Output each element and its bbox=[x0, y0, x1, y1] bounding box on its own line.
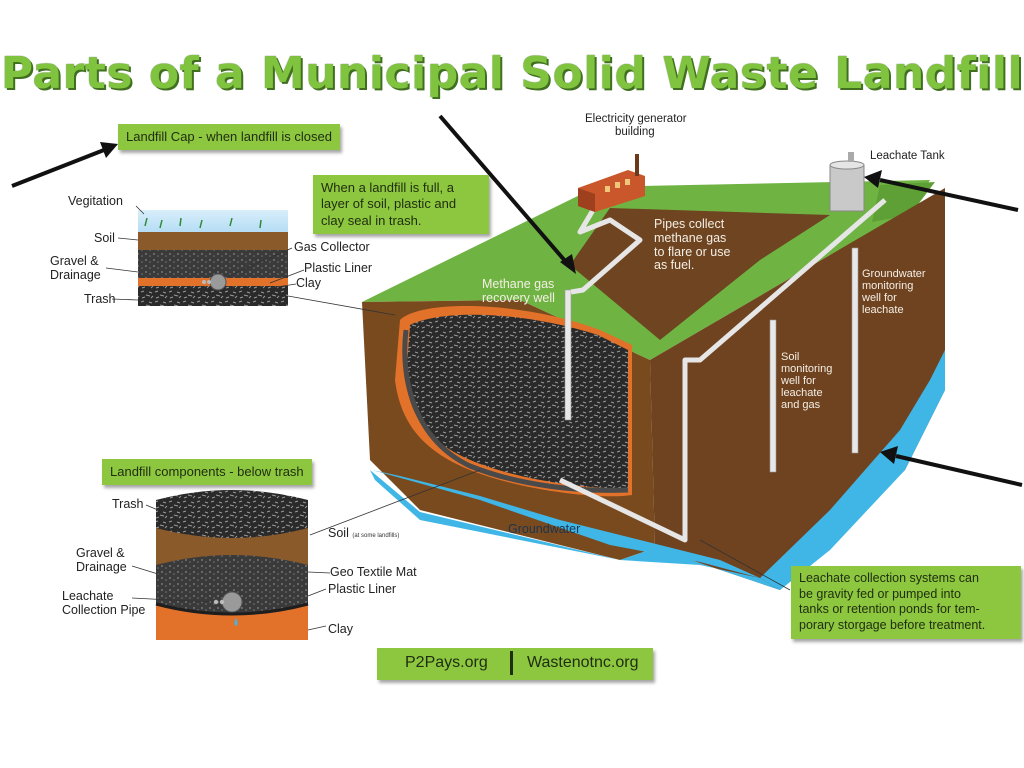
comp-label-gravel-line: Gravel & bbox=[76, 546, 125, 560]
label-gw-line: Groundwater bbox=[862, 268, 926, 280]
leachate-tank bbox=[829, 152, 865, 212]
comp-label-gravel-line: Drainage bbox=[76, 560, 127, 575]
brown-top-field bbox=[570, 208, 830, 340]
label-soil-well-line: leachate bbox=[781, 387, 823, 400]
label-methane-line: recovery well bbox=[482, 290, 555, 305]
comp-label-soil-note: (at some landfills) bbox=[352, 533, 400, 539]
leachate-note-line: Leachate collection systems can bbox=[799, 571, 979, 585]
comp-label-trash: Trash bbox=[112, 497, 144, 511]
groundwater-monitoring-well bbox=[851, 247, 859, 454]
footer-credits: P2Pays.org Wastenotnc.org bbox=[377, 648, 653, 680]
footer-separator bbox=[510, 651, 513, 675]
footer-left-link[interactable]: P2Pays.org bbox=[405, 654, 488, 671]
label-soil: Soil bbox=[94, 231, 115, 245]
cap-note-box: When a landfill is full, a layer of soil… bbox=[313, 175, 489, 234]
groundwater-right bbox=[760, 350, 945, 590]
footer-right-link[interactable]: Wastenotnc.org bbox=[527, 654, 639, 671]
label-generator-line: building bbox=[615, 126, 655, 139]
label-soil-well: Soil monitoring well for leachate and ga… bbox=[781, 351, 832, 411]
label-gravel: Gravel & Drainage bbox=[50, 254, 101, 283]
comp-label-soil: Soil (at some landfills) bbox=[328, 526, 399, 540]
trash-mass bbox=[406, 314, 628, 489]
label-leachate-tank: Leachate Tank bbox=[870, 150, 945, 162]
label-plastic-liner: Plastic Liner bbox=[304, 261, 373, 275]
gas-pipes bbox=[570, 203, 643, 295]
label-gw-line: monitoring bbox=[862, 280, 914, 293]
comp-label-plastic-liner: Plastic Liner bbox=[328, 582, 397, 596]
label-vegetation: Vegitation bbox=[68, 194, 123, 208]
cap-inset bbox=[138, 210, 288, 306]
leachate-pipe bbox=[558, 198, 887, 543]
label-soil-well-line: Soil bbox=[781, 351, 800, 363]
label-generator: Electricity generator building bbox=[585, 113, 687, 139]
cap-box: Landfill Cap - when landfill is closed bbox=[118, 124, 340, 151]
comp-label-leachate-pipe: Leachate Collection Pipe bbox=[62, 589, 145, 618]
comp-label-clay: Clay bbox=[328, 622, 354, 636]
leachate-note-line: porary storgage before treatment. bbox=[799, 617, 986, 632]
label-clay: Clay bbox=[296, 276, 322, 290]
label-gravel-line: Drainage bbox=[50, 268, 101, 283]
leachate-note-box: Leachate collection systems can be gravi… bbox=[791, 566, 1021, 639]
cap-note-line: layer of soil, plastic and bbox=[321, 196, 457, 212]
label-gw-line: well for bbox=[862, 292, 897, 305]
label-groundwater-well: Groundwater monitoring well for leachate bbox=[862, 268, 926, 316]
label-gravel-line: Gravel & bbox=[50, 254, 99, 268]
groundwater-left bbox=[370, 470, 780, 590]
label-pipes-line: to flare or use bbox=[654, 244, 731, 259]
cap-note-line: clay seal in trash. bbox=[321, 212, 422, 228]
label-methane-line: Methane gas bbox=[482, 277, 555, 291]
comp-label-geo-mat: Geo Textile Mat bbox=[330, 565, 417, 579]
components-box: Landfill components - below trash bbox=[102, 459, 312, 486]
label-groundwater: Groundwater bbox=[508, 522, 581, 536]
label-gas-collector: Gas Collector bbox=[294, 240, 370, 254]
page-title: Parts of a Municipal Solid Waste Landfil… bbox=[0, 48, 1024, 99]
label-methane-well: Methane gas recovery well bbox=[482, 277, 555, 306]
label-pipes-line: Pipes collect bbox=[654, 217, 725, 231]
callout-arrows bbox=[11, 114, 1023, 487]
leader-lines bbox=[105, 205, 791, 631]
label-soil-well-line: well for bbox=[781, 375, 816, 388]
components-inset bbox=[155, 490, 309, 640]
leachate-note-line: be gravity fed or pumped into bbox=[799, 586, 961, 601]
comp-label-gravel: Gravel & Drainage bbox=[76, 546, 127, 575]
label-soil-well-line: and gas bbox=[781, 399, 821, 412]
label-pipes-line: methane gas bbox=[654, 230, 727, 245]
methane-well bbox=[564, 289, 572, 421]
landfill-block bbox=[362, 180, 945, 590]
label-soil-well-line: monitoring bbox=[781, 363, 833, 376]
generator-building bbox=[578, 154, 645, 212]
comp-label-pipe-line: Leachate bbox=[62, 589, 114, 603]
label-pipes: Pipes collect methane gas to flare or us… bbox=[654, 217, 731, 273]
label-pipes-line: as fuel. bbox=[654, 258, 695, 273]
label-trash: Trash bbox=[84, 292, 116, 306]
leachate-note-line: tanks or retention ponds for tem- bbox=[799, 602, 980, 617]
comp-label-soil-text: Soil bbox=[328, 526, 349, 540]
cap-note-line: When a landfill is full, a bbox=[321, 180, 454, 195]
soil-monitoring-well bbox=[769, 319, 777, 473]
label-generator-line: Electricity generator bbox=[585, 113, 687, 125]
comp-label-pipe-line: Collection Pipe bbox=[62, 603, 146, 618]
label-gw-line: leachate bbox=[862, 304, 904, 317]
